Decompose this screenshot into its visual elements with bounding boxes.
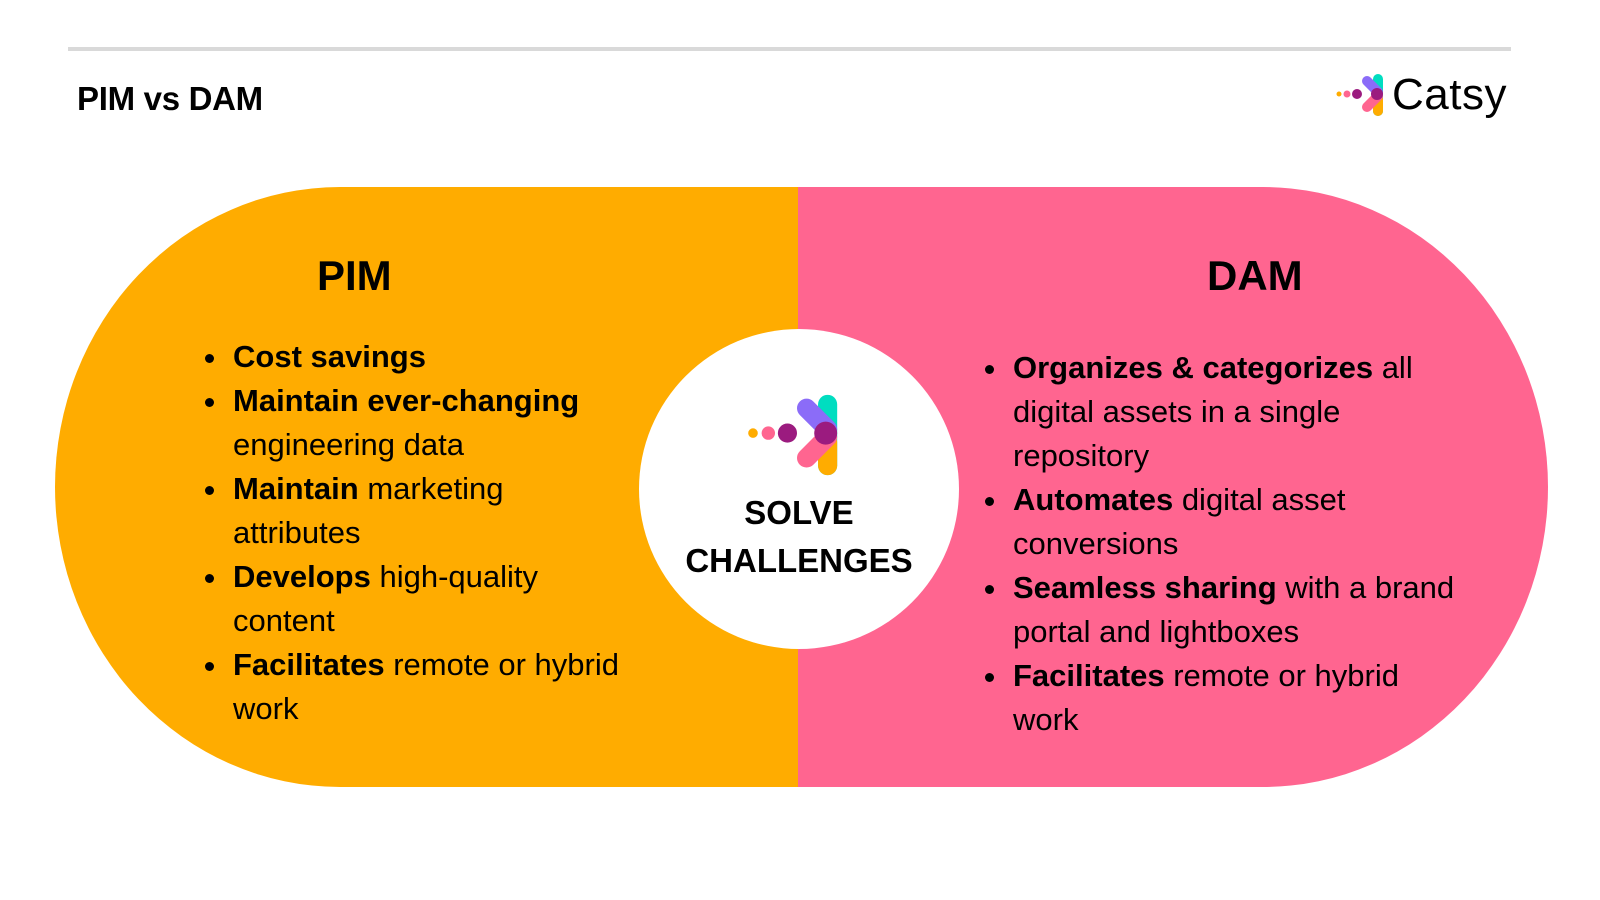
list-item: Develops high-quality content <box>205 555 625 643</box>
list-item: Automates digital asset conversions <box>985 478 1455 566</box>
pim-heading: PIM <box>317 252 392 299</box>
list-item: Organizes & categorizes all digital asse… <box>985 346 1455 478</box>
brand-name: Catsy <box>1392 70 1507 119</box>
list-item: Seamless sharing with a brand portal and… <box>985 566 1455 654</box>
dam-panel <box>798 187 1548 787</box>
center-label: SOLVE CHALLENGES <box>685 494 913 579</box>
brand-logo: Catsy <box>1336 72 1507 118</box>
list-item: Maintain ever-changing engineering data <box>205 379 625 467</box>
list-item: Cost savings <box>205 335 625 379</box>
page-title: PIM vs DAM <box>77 80 263 117</box>
catsy-logo-icon <box>748 394 838 476</box>
pim-panel <box>55 187 798 787</box>
comparison-capsule <box>55 187 1548 787</box>
list-item: Facilitates remote or hybrid work <box>205 643 625 731</box>
list-item: Facilitates remote or hybrid work <box>985 654 1455 742</box>
pim-list: Cost savings Maintain ever-changing engi… <box>205 335 625 731</box>
dam-list: Organizes & categorizes all digital asse… <box>985 346 1455 742</box>
center-circle: SOLVE CHALLENGES <box>639 329 959 649</box>
list-item: Maintain marketing attributes <box>205 467 625 555</box>
catsy-logo-icon <box>1336 74 1383 116</box>
dam-heading: DAM <box>1207 252 1303 299</box>
top-divider <box>68 47 1511 51</box>
